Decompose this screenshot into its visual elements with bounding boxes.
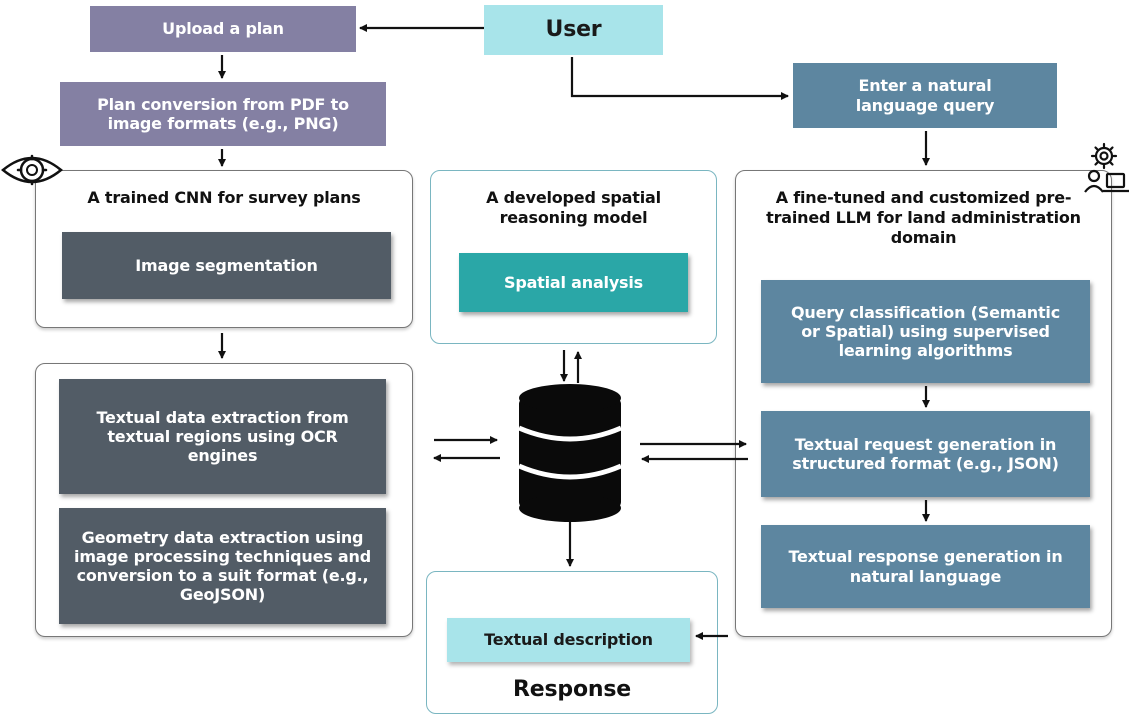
image-segmentation-box: Image segmentation <box>62 232 391 299</box>
geometry-extraction-label: Geometry data extraction using image pro… <box>74 527 371 605</box>
natural-query-label: Enter a natural language query <box>855 76 995 115</box>
textual-description-label: Textual description <box>484 630 653 650</box>
eye-gear-icon <box>1 154 63 186</box>
geometry-extraction-box: Geometry data extraction using image pro… <box>59 508 386 624</box>
upload-plan-box: Upload a plan <box>90 6 356 52</box>
gear-person-computer-icon <box>1084 142 1129 193</box>
textual-request-label: Textual request generation in structured… <box>792 434 1059 473</box>
ocr-extraction-box: Textual data extraction from textual reg… <box>59 379 386 494</box>
spatial-panel-title: A developed spatial reasoning model <box>486 188 661 227</box>
image-segmentation-label: Image segmentation <box>135 255 318 275</box>
user-label: User <box>545 16 602 42</box>
textual-request-box: Textual request generation in structured… <box>761 411 1090 497</box>
textual-response-generation-box: Textual response generation in natural l… <box>761 525 1090 608</box>
upload-plan-label: Upload a plan <box>162 19 284 39</box>
cnn-panel-title: A trained CNN for survey plans <box>87 188 361 207</box>
plan-conversion-label: Plan conversion from PDF to image format… <box>97 94 349 133</box>
spatial-analysis-label: Spatial analysis <box>504 272 643 292</box>
plan-conversion-box: Plan conversion from PDF to image format… <box>60 82 386 146</box>
ocr-extraction-label: Textual data extraction from textual reg… <box>96 407 349 466</box>
response-title: Response <box>513 677 631 702</box>
textual-response-generation-label: Textual response generation in natural l… <box>788 547 1063 586</box>
query-classification-box: Query classification (Semantic or Spatia… <box>761 280 1090 383</box>
natural-query-box: Enter a natural language query <box>793 63 1057 128</box>
database-icon <box>518 384 622 522</box>
user-box: User <box>484 5 663 55</box>
arrow-user-to-query <box>570 57 789 100</box>
textual-description-box: Textual description <box>447 618 690 662</box>
spatial-analysis-box: Spatial analysis <box>459 253 688 312</box>
llm-panel-title: A fine-tuned and customized pre-trained … <box>766 188 1081 247</box>
query-classification-label: Query classification (Semantic or Spatia… <box>790 302 1060 361</box>
